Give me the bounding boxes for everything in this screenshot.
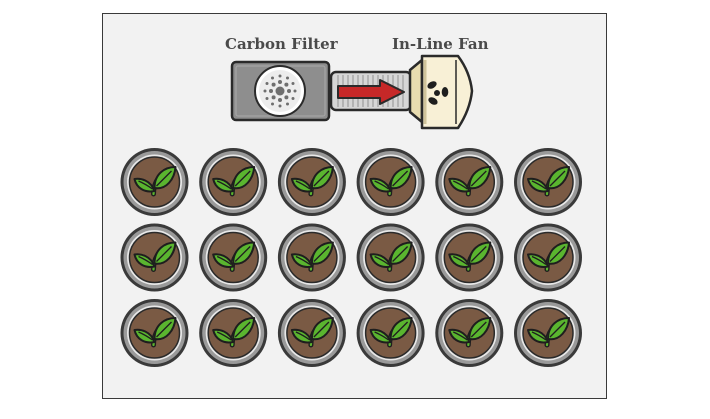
plant-pot-icon [514,148,582,216]
plant-pot-icon [514,299,582,367]
plant-pot-icon [278,148,346,216]
carbon-filter-icon [230,60,331,122]
carbon-filter-label: Carbon Filter [225,35,338,53]
plant-pot-icon [121,224,189,292]
plant-pot-icon [514,224,582,292]
inline-fan-label: In-Line Fan [392,35,489,53]
plant-pot-icon [199,148,267,216]
plant-pot-icon [199,224,267,292]
inline-fan-icon [408,54,474,130]
plant-pot-icon [435,148,503,216]
plant-pot-icon [199,299,267,367]
plant-pot-icon [357,224,425,292]
plant-pot-icon [435,224,503,292]
plant-pot-icon [121,299,189,367]
plant-grid [121,148,583,367]
plant-pot-icon [435,299,503,367]
airflow-arrow-icon [337,79,405,105]
plant-pot-icon [278,224,346,292]
plant-pot-icon [357,299,425,367]
plant-pot-icon [357,148,425,216]
plant-pot-icon [278,299,346,367]
plant-pot-icon [121,148,189,216]
